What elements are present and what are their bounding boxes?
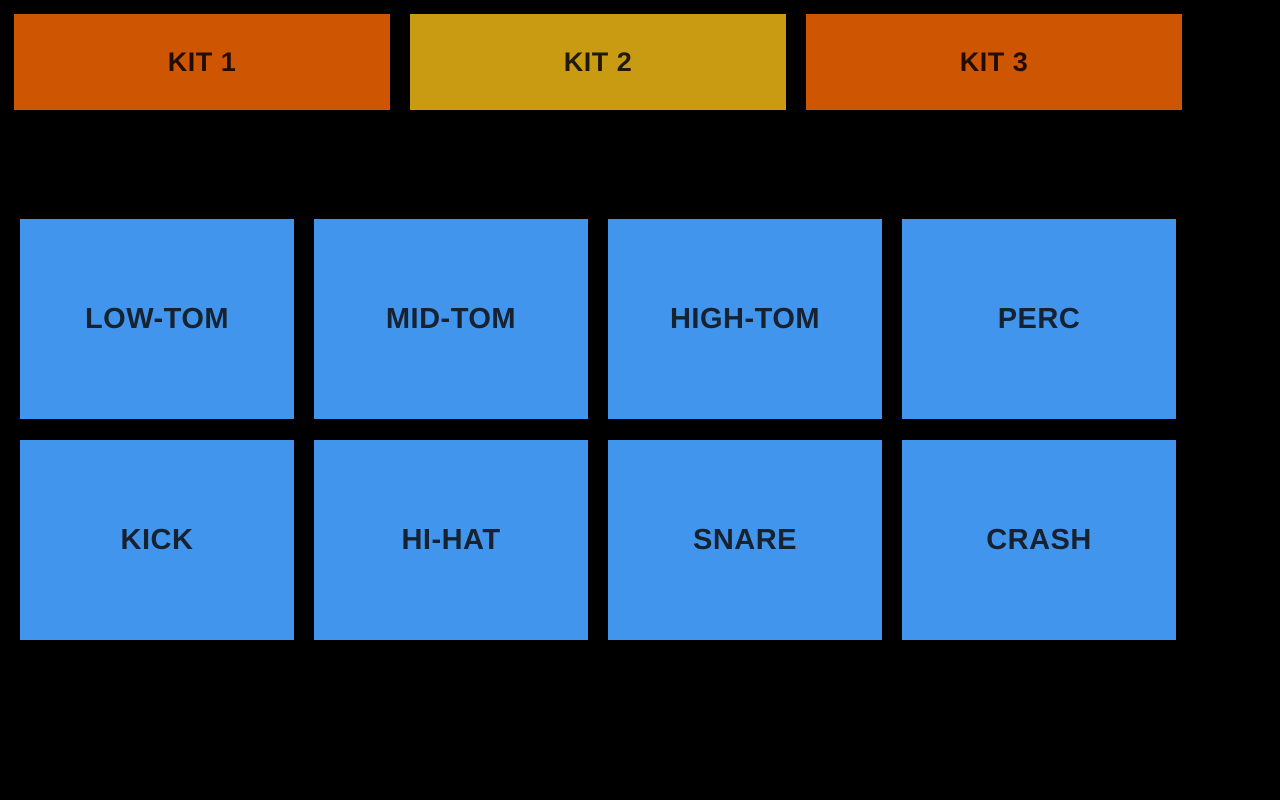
pad-perc-label: PERC (997, 302, 1081, 335)
pad-mid-tom[interactable]: MID-TOM (314, 219, 588, 419)
kit-1-label: KIT 1 (167, 46, 237, 77)
kit-2-label: KIT 2 (563, 46, 633, 77)
kit-2-button[interactable]: KIT 2 (410, 14, 786, 110)
pad-perc[interactable]: PERC (902, 219, 1176, 419)
pad-low-tom-label: LOW-TOM (84, 302, 230, 335)
pad-crash-label: CRASH (986, 523, 1092, 556)
kit-1-button[interactable]: KIT 1 (14, 14, 390, 110)
kit-3-label: KIT 3 (959, 46, 1029, 77)
pad-hi-hat-label: HI-HAT (401, 523, 501, 556)
pad-snare-label: SNARE (692, 523, 797, 556)
pad-hi-hat[interactable]: HI-HAT (314, 440, 588, 640)
pad-crash[interactable]: CRASH (902, 440, 1176, 640)
pad-snare[interactable]: SNARE (608, 440, 882, 640)
pad-kick-label: KICK (120, 523, 194, 556)
pad-kick[interactable]: KICK (20, 440, 294, 640)
pad-mid-tom-label: MID-TOM (385, 302, 517, 335)
pad-high-tom[interactable]: HIGH-TOM (608, 219, 882, 419)
pad-high-tom-label: HIGH-TOM (669, 302, 821, 335)
pad-low-tom[interactable]: LOW-TOM (20, 219, 294, 419)
android-navigation-bar (1196, 0, 1280, 800)
kit-3-button[interactable]: KIT 3 (806, 14, 1182, 110)
